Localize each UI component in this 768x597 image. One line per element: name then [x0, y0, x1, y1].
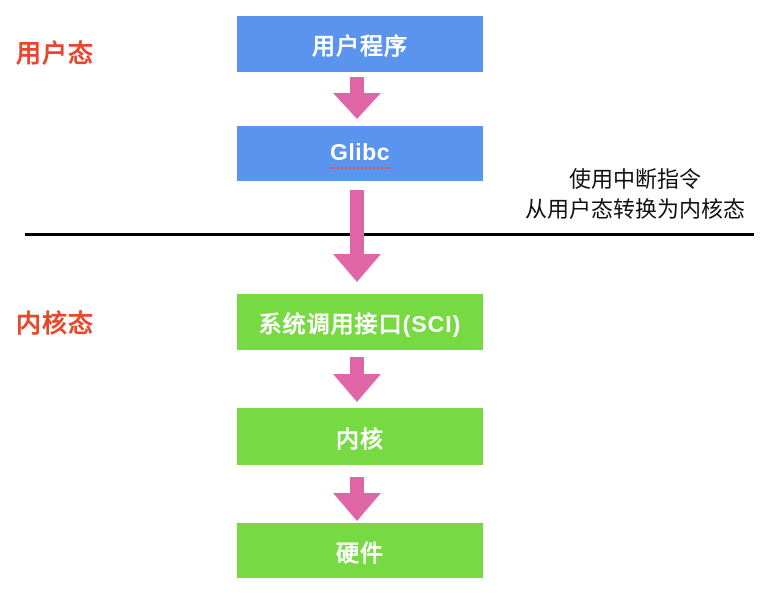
arrow-down-icon	[333, 374, 381, 402]
arrow-stem	[350, 477, 364, 493]
arrow-down-icon	[333, 254, 381, 282]
kernel-box-label: 内核	[336, 425, 384, 452]
interrupt-annotation-line2: 从用户态转换为内核态	[524, 197, 745, 222]
arrow-stem	[350, 77, 364, 93]
interrupt-annotation: 使用中断指令 从用户态转换为内核态	[510, 165, 760, 225]
kernel-mode-label: 内核态	[16, 310, 95, 338]
interrupt-annotation-line1: 使用中断指令	[568, 167, 701, 192]
arrow-kernel-to-hardware	[333, 477, 381, 521]
sci-box: 系统调用接口(SCI)	[237, 294, 483, 350]
user-kernel-boundary-line	[25, 233, 754, 236]
arrow-sci-to-kernel	[333, 357, 381, 402]
kernel-box: 内核	[237, 408, 483, 465]
glibc-box: Glibc	[237, 126, 483, 181]
hardware-box-label: 硬件	[336, 539, 384, 566]
sci-box-label: 系统调用接口(SCI)	[258, 311, 462, 337]
arrow-user-program-to-glibc	[333, 77, 381, 119]
user-program-box-label: 用户程序	[312, 33, 408, 59]
hardware-box: 硬件	[237, 523, 483, 578]
arrow-stem	[350, 357, 364, 374]
arrow-down-icon	[333, 93, 381, 119]
user-mode-label: 用户态	[16, 40, 95, 68]
user-program-box: 用户程序	[237, 16, 483, 72]
arrow-glibc-to-sci	[333, 190, 381, 282]
arrow-stem	[350, 190, 364, 254]
glibc-box-label: Glibc	[329, 139, 390, 169]
arrow-down-icon	[333, 493, 381, 521]
